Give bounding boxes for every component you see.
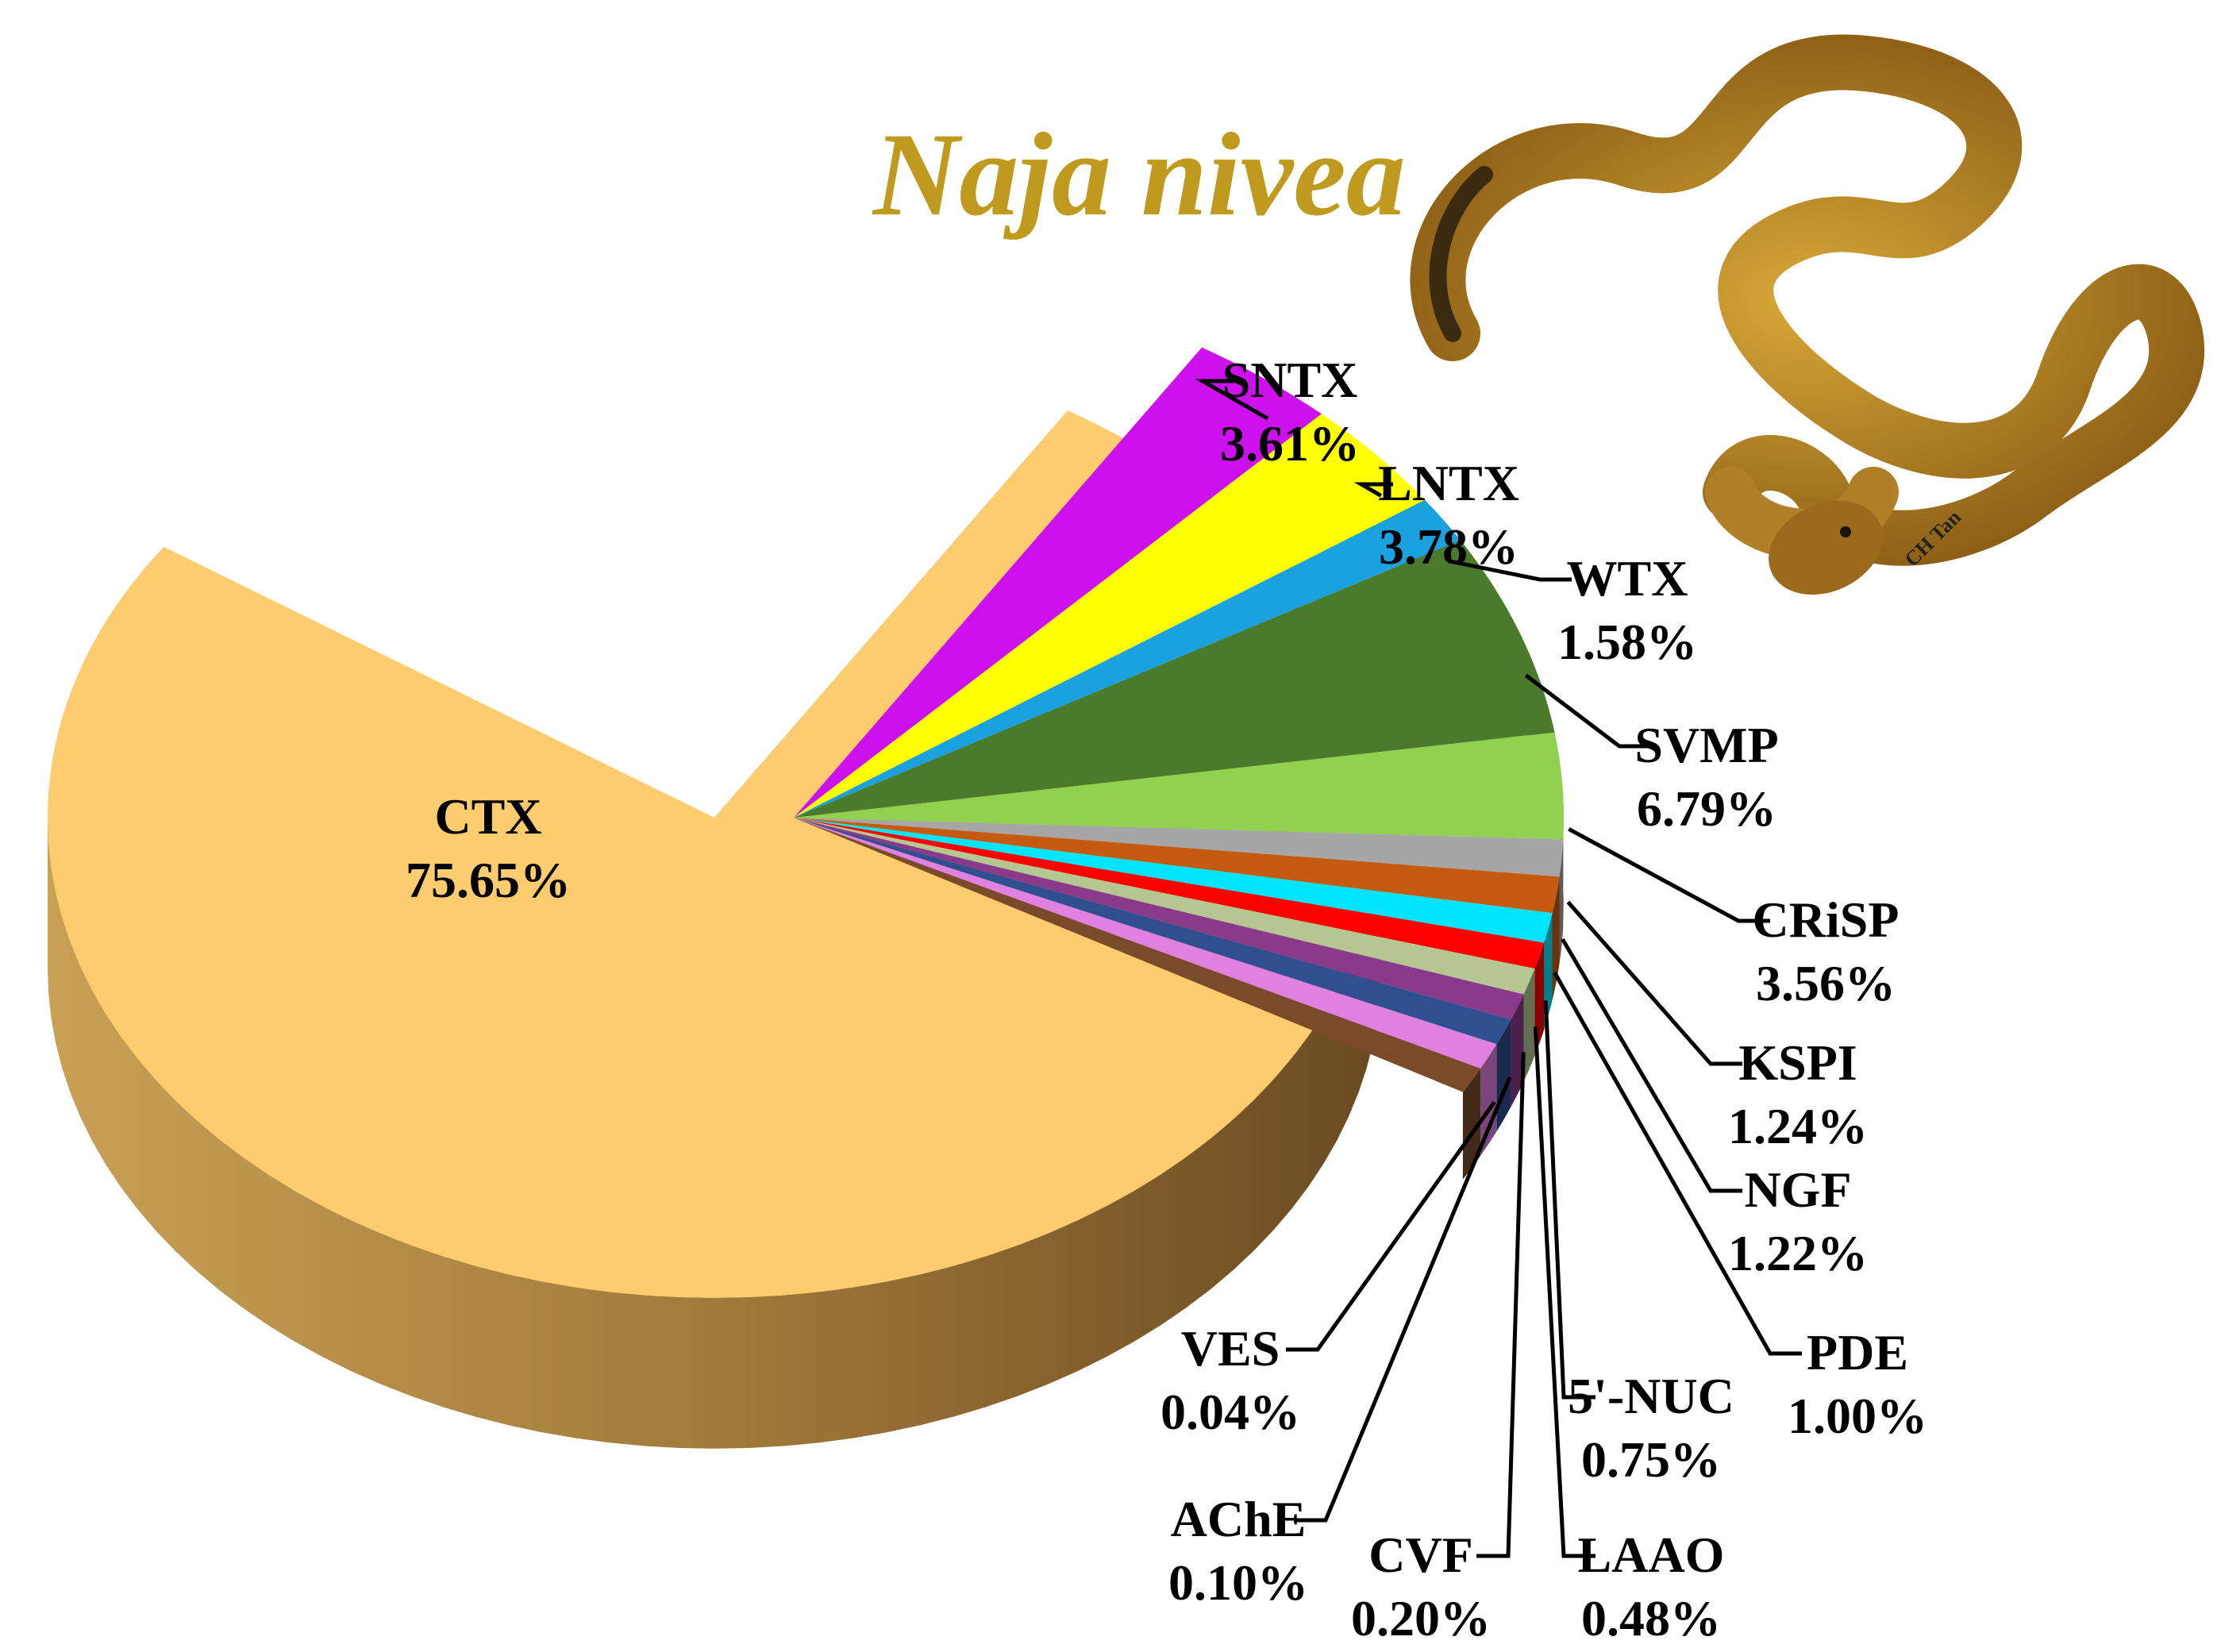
leader-cvf xyxy=(1476,1052,1526,1558)
label-value-svmp: 6.79% xyxy=(1637,780,1776,837)
slice-ves xyxy=(794,818,1497,1069)
leader-5-nuc xyxy=(1543,1000,1596,1400)
slice-side-cvf xyxy=(1511,994,1524,1107)
slice-crisp xyxy=(794,732,1565,840)
label-value-5-nuc: 0.75% xyxy=(1581,1431,1721,1488)
slice-ngf xyxy=(794,818,1560,914)
chart-title: Naja nivea xyxy=(872,109,1406,241)
pie-tops xyxy=(48,347,1565,1298)
snake-photo: CH Tan xyxy=(1410,34,2205,595)
leader-laao xyxy=(1533,1026,1596,1558)
label-value-wtx: 1.58% xyxy=(1557,614,1697,670)
leader-svmp xyxy=(1524,673,1651,749)
slice-5-nuc xyxy=(794,818,1545,969)
label-name-kspi: KSPI xyxy=(1738,1034,1857,1091)
label-name-lntx: LNTX xyxy=(1378,455,1519,511)
leader-ngf xyxy=(1561,938,1742,1193)
label-value-ctx: 75.65% xyxy=(406,852,571,908)
leader-sntx xyxy=(1195,379,1269,421)
leader-crisp xyxy=(1568,827,1770,923)
leader-ache xyxy=(1294,1076,1512,1523)
label-name-ache: AChE xyxy=(1171,1491,1307,1547)
slice-lntx xyxy=(794,414,1425,818)
label-value-lntx: 3.78% xyxy=(1379,518,1519,575)
slice-sntx xyxy=(794,347,1322,818)
label-name-svmp: SVMP xyxy=(1634,717,1778,773)
label-value-ngf: 1.22% xyxy=(1728,1225,1868,1281)
slice-wtx xyxy=(794,499,1461,818)
label-name-cvf: CVF xyxy=(1368,1527,1473,1583)
label-name-ves: VES xyxy=(1181,1320,1280,1377)
leader-kspi xyxy=(1566,900,1742,1066)
label-value-crisp: 3.56% xyxy=(1756,955,1896,1011)
slice-side-kspi xyxy=(1559,839,1564,965)
slice-other xyxy=(794,818,1481,1092)
label-value-cvf: 0.20% xyxy=(1351,1590,1491,1646)
label-name-pde: PDE xyxy=(1807,1324,1908,1381)
label-value-sntx: 3.61% xyxy=(1220,415,1360,472)
leader-ves xyxy=(1286,1100,1496,1352)
label-name-wtx: WTX xyxy=(1567,550,1688,607)
slice-side-ves xyxy=(1480,1044,1497,1156)
label-name-sntx: SNTX xyxy=(1222,352,1358,408)
leader-lntx xyxy=(1353,482,1393,498)
leader-wtx xyxy=(1448,559,1572,582)
label-name-ctx: CTX xyxy=(434,788,541,845)
label-value-pde: 1.00% xyxy=(1788,1388,1927,1444)
slice-side-other xyxy=(1462,1068,1481,1180)
label-value-ves: 0.04% xyxy=(1161,1384,1300,1440)
slice-ache xyxy=(794,818,1511,1045)
slice-side-ctx xyxy=(48,818,1381,1449)
slice-side-laao xyxy=(1523,968,1535,1082)
label-name-ngf: NGF xyxy=(1744,1161,1851,1218)
slice-cvf xyxy=(794,818,1524,1020)
slice-laao xyxy=(794,818,1535,995)
label-value-ache: 0.10% xyxy=(1168,1554,1308,1611)
label-name-crisp: CRiSP xyxy=(1753,891,1900,948)
leader-pde xyxy=(1553,971,1802,1356)
slice-side-ngf xyxy=(1552,876,1560,1001)
leader-lines xyxy=(1195,379,1802,1558)
slice-labels: CTX 75.65% SNTX 3.61% LNTX 3.78% WTX 1.58% SVMP 6… xyxy=(406,352,1927,1646)
label-name-laao: LAAO xyxy=(1578,1527,1725,1583)
slice-kspi xyxy=(794,818,1564,877)
label-value-laao: 0.48% xyxy=(1581,1590,1721,1646)
slice-svmp xyxy=(794,540,1555,818)
label-value-kspi: 1.24% xyxy=(1728,1098,1868,1154)
slice-pde xyxy=(794,818,1553,943)
label-name-5-nuc: 5'-NUC xyxy=(1568,1368,1734,1424)
